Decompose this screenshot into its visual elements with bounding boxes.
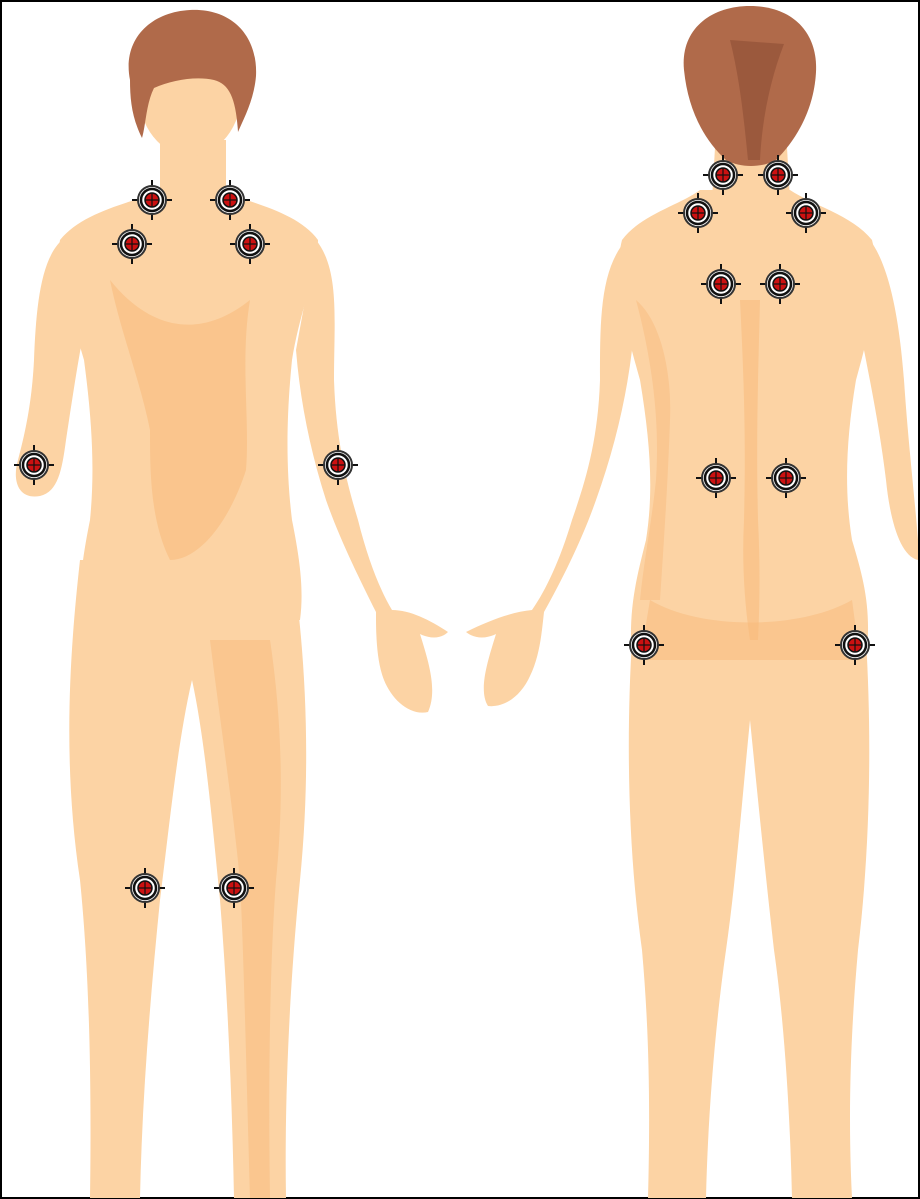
- tender-points-diagram: [0, 0, 920, 1199]
